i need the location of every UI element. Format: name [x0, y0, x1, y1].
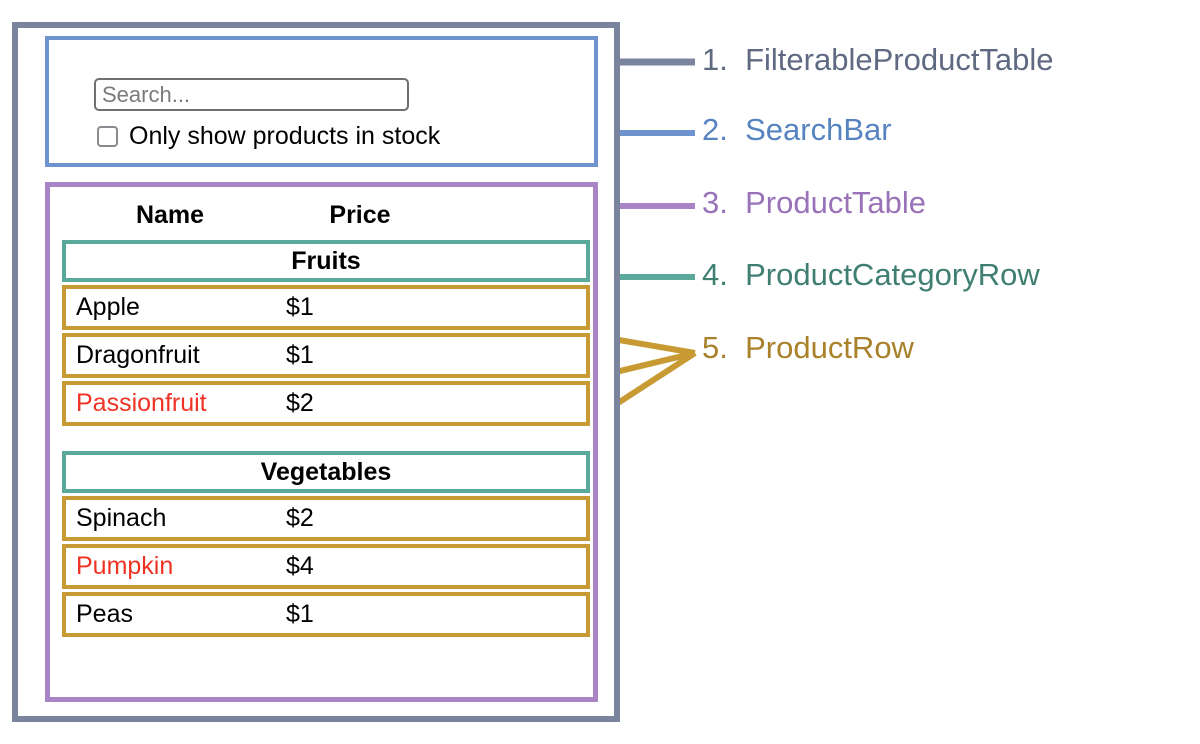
legend-number: 4. [702, 257, 737, 292]
product-category-row: Vegetables [62, 451, 590, 493]
product-price: $2 [286, 504, 314, 532]
legend-label: ProductTable [745, 185, 927, 220]
legend-number: 2. [702, 112, 737, 147]
product-price: $1 [286, 600, 314, 628]
product-table-box: Name Price Fruits Apple $1 Dragonfruit $… [45, 182, 598, 702]
product-price: $2 [286, 389, 314, 417]
legend-number: 1. [702, 42, 737, 77]
product-name: Passionfruit [76, 389, 207, 417]
legend-label: FilterableProductTable [745, 42, 1054, 77]
in-stock-filter-row[interactable]: Only show products in stock [97, 122, 440, 150]
product-row[interactable]: Dragonfruit $1 [62, 333, 590, 378]
product-price: $1 [286, 293, 314, 321]
in-stock-checkbox[interactable] [97, 125, 118, 147]
search-input[interactable] [94, 78, 409, 111]
legend-label: SearchBar [745, 112, 892, 147]
legend-item-product-row: 5. ProductRow [702, 330, 914, 366]
legend-item-product-category-row: 4. ProductCategoryRow [702, 257, 1040, 293]
column-header-name: Name [135, 200, 205, 229]
legend-item-filterable-product-table: 1. FilterableProductTable [702, 42, 1054, 78]
product-row[interactable]: Passionfruit $2 [62, 381, 590, 426]
product-category-row: Fruits [62, 240, 590, 282]
product-name: Apple [76, 293, 140, 321]
product-row[interactable]: Peas $1 [62, 592, 590, 637]
column-header-price: Price [329, 200, 391, 229]
legend-number: 3. [702, 185, 737, 220]
product-row[interactable]: Pumpkin $4 [62, 544, 590, 589]
product-category-label: Vegetables [260, 457, 392, 486]
product-price: $4 [286, 552, 314, 580]
legend-item-product-table: 3. ProductTable [702, 185, 926, 221]
product-category-label: Fruits [291, 246, 361, 275]
product-name: Dragonfruit [76, 341, 200, 369]
search-bar-box: Only show products in stock [45, 36, 598, 167]
product-table-rows: Fruits Apple $1 Dragonfruit $1 Passionfr… [62, 240, 590, 640]
product-name: Pumpkin [76, 552, 174, 580]
in-stock-checkbox-label: Only show products in stock [129, 122, 441, 150]
legend-label: ProductRow [745, 330, 914, 365]
legend-item-search-bar: 2. SearchBar [702, 112, 892, 148]
group-spacer [62, 429, 590, 451]
product-price: $1 [286, 341, 314, 369]
product-row[interactable]: Spinach $2 [62, 496, 590, 541]
product-table-header: Name Price [55, 195, 591, 235]
product-row[interactable]: Apple $1 [62, 285, 590, 330]
product-name: Peas [76, 600, 133, 628]
legend-label: ProductCategoryRow [745, 257, 1040, 292]
product-name: Spinach [76, 504, 167, 532]
legend-number: 5. [702, 330, 737, 365]
